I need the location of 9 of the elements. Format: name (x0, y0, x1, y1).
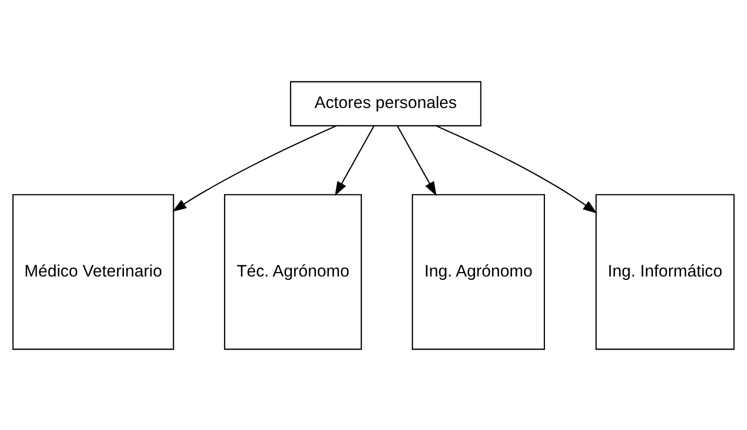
node-box: Téc. Agrónomo (224, 194, 362, 350)
node-box: Ing. Agrónomo (412, 194, 545, 350)
node-box: Médico Veterinario (12, 194, 174, 350)
node-box: Ing. Informático (596, 194, 735, 350)
arrow (396, 125, 437, 196)
arrow (334, 125, 374, 196)
arrow (436, 124, 598, 214)
node-box: Actores personales (290, 80, 482, 126)
arrow (172, 124, 336, 212)
